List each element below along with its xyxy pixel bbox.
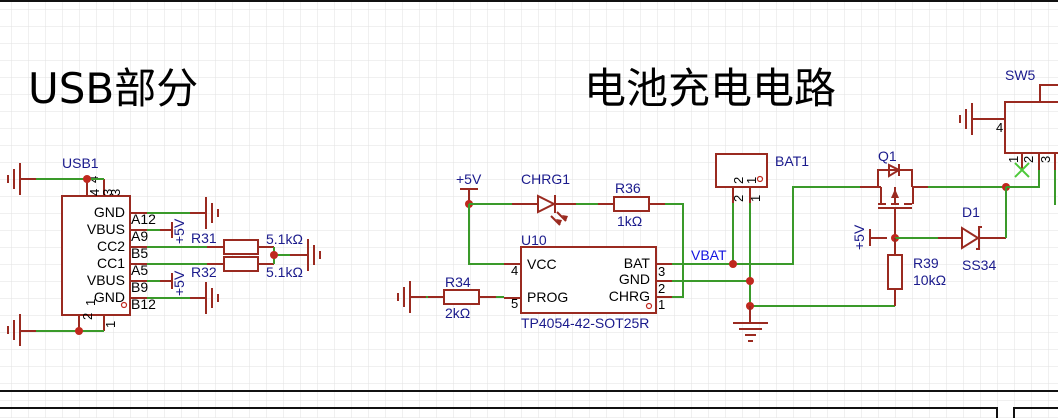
bat1-pin-num: 1 [748, 195, 763, 202]
sw5-ref: SW5 [1005, 67, 1036, 83]
usb1-pin-vbus: VBUS [87, 221, 125, 237]
r34-ref: R34 [445, 274, 471, 290]
junction [746, 277, 754, 285]
battery-connector-bat1[interactable]: BAT1 2 1 2 1 [715, 153, 809, 203]
power-symbol-b9: +5V [160, 270, 187, 296]
junction [83, 175, 91, 183]
usb1-pin-num: 1 [83, 299, 98, 306]
d1-value: SS34 [962, 257, 996, 273]
resistor-r39[interactable]: R39 10kΩ [887, 238, 946, 306]
wire [468, 203, 512, 265]
usb1-pin-vbus: VBUS [87, 272, 125, 288]
resistor-r32[interactable]: R32 5.1kΩ [191, 256, 303, 280]
ground-symbol-charge [733, 306, 768, 342]
sw5-pin-num: 1 [1006, 156, 1021, 163]
usb1-connector[interactable]: USB1 4 3 4 3 2 1 1 GND VBUS CC2 CC1 VBUS… [61, 155, 156, 331]
switch-sw5[interactable]: SW5 4 1 2 3 [988, 67, 1058, 170]
u10-pin-num: 3 [658, 264, 665, 279]
bat1-ref: BAT1 [775, 153, 809, 169]
u10-pin-chrg: CHRG [609, 288, 650, 304]
u10-pin-num: 5 [511, 296, 518, 311]
r32-value: 5.1kΩ [266, 264, 303, 280]
bat1-pin-num: 2 [731, 195, 746, 202]
wire [665, 203, 684, 298]
ground-symbol-b12 [190, 282, 219, 314]
usb1-pin-cc1: CC1 [97, 255, 125, 271]
sw5-pin-num: 2 [1021, 156, 1036, 163]
sw5-pin-num: 3 [1038, 156, 1053, 163]
title-block-border-left [0, 407, 998, 418]
svg-text:+5V: +5V [171, 270, 187, 296]
chrg1-ref: CHRG1 [521, 171, 570, 187]
d1-ref: D1 [962, 204, 980, 220]
junction [270, 251, 278, 259]
u10-pin-bat: BAT [624, 255, 651, 271]
u10-ref: U10 [521, 232, 547, 248]
r39-value: 10kΩ [913, 272, 946, 288]
q1-ref: Q1 [878, 148, 897, 164]
u10-pin-vcc: VCC [527, 256, 557, 272]
junction [75, 327, 83, 335]
r31-ref: R31 [191, 230, 217, 246]
usb1-pin-a9: A9 [131, 228, 148, 244]
diode-d1-ss34[interactable]: D1 SS34 [938, 204, 1006, 273]
section-title-usb: USB部分 [28, 64, 198, 113]
power-symbol-q1: +5V [851, 224, 887, 250]
usb1-pin-num: 4 [87, 189, 102, 196]
sw5-pin-num: 4 [996, 120, 1003, 135]
u10-part: TP4054-42-SOT25R [521, 315, 649, 331]
u10-pin-num: 2 [658, 281, 665, 296]
r32-ref: R32 [191, 264, 217, 280]
usb1-pin-gnd: GND [94, 204, 125, 220]
title-block-border-right [1013, 407, 1058, 418]
no-connect-marker [1014, 162, 1030, 178]
ground-symbol-a12 [190, 197, 219, 229]
r39-ref: R39 [913, 255, 939, 271]
usb1-pin-num: 2 [80, 313, 95, 320]
wire [1006, 170, 1040, 188]
ground-symbol-usb-top [7, 163, 36, 195]
svg-text:+5V: +5V [456, 171, 482, 187]
r34-value: 2kΩ [445, 305, 470, 321]
junction [729, 260, 737, 268]
resistor-r36[interactable]: R36 1kΩ [598, 180, 665, 229]
r36-value: 1kΩ [617, 213, 642, 229]
power-symbol-a9: +5V [160, 218, 187, 244]
led-chrg1[interactable]: CHRG1 [512, 171, 576, 226]
net-label-vbat: VBAT [691, 247, 727, 263]
usb1-pin-num: 3 [108, 189, 123, 196]
svg-text:+5V: +5V [171, 218, 187, 244]
ground-symbol-sw5 [959, 103, 988, 135]
usb1-pin-gnd: GND [94, 289, 125, 305]
ground-symbol-cc [290, 239, 321, 271]
ic-u10-tp4054[interactable]: U10 TP4054-42-SOT25R VCC 4 PROG 5 BAT 3 … [504, 232, 672, 331]
usb1-pin-b5: B5 [131, 245, 148, 261]
resistor-r34[interactable]: R34 2kΩ [428, 274, 496, 321]
usb1-pin-num: 3 [100, 189, 115, 196]
usb1-pin-cc2: CC2 [97, 238, 125, 254]
usb1-pin-num: 1 [103, 321, 118, 328]
bat1-pin-num: 2 [731, 177, 746, 184]
ground-symbol-usb-bottom [7, 314, 36, 346]
ground-symbol-r34 [397, 281, 426, 313]
usb1-pin-b9: B9 [131, 279, 148, 295]
usb1-pin-b12: B12 [131, 296, 156, 312]
u10-pin-prog: PROG [527, 289, 568, 305]
u10-pin-num: 1 [658, 297, 665, 312]
usb1-pin-a12: A12 [131, 211, 156, 227]
resistor-r31[interactable]: R31 5.1kΩ [191, 230, 303, 255]
usb1-ref: USB1 [62, 155, 99, 171]
usb1-pin-a5: A5 [131, 262, 148, 278]
r31-value: 5.1kΩ [266, 231, 303, 247]
section-title-charge-circuit: 电池充电电路 [584, 64, 836, 113]
u10-pin-gnd: GND [619, 271, 650, 287]
r36-ref: R36 [615, 180, 641, 196]
bat1-pin-num: 1 [744, 177, 759, 184]
svg-text:+5V: +5V [851, 224, 867, 250]
mosfet-q1[interactable]: Q1 [860, 148, 928, 238]
u10-pin-num: 4 [511, 263, 518, 278]
